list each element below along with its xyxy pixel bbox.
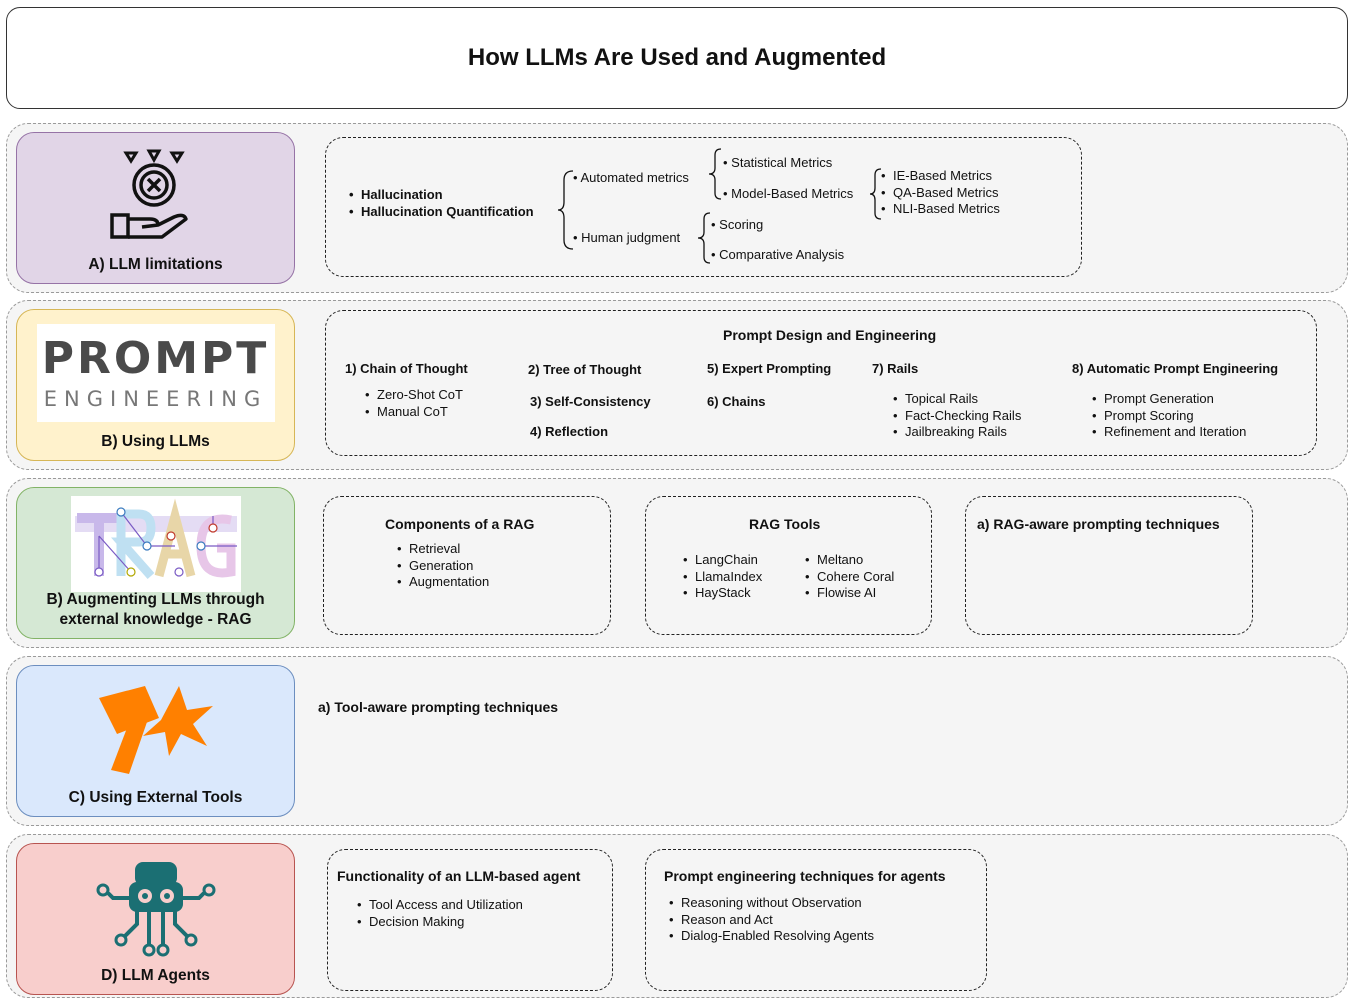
card-label: C) Using External Tools (68, 789, 243, 806)
rag-tools-heading: RAG Tools (749, 516, 821, 532)
row-rag: B) Augmenting LLMs through external know… (6, 478, 1348, 648)
rails: 7) Rails (872, 361, 919, 376)
self-consistency: 3) Self-Consistency (530, 394, 651, 409)
rag-tools-list-2: Meltano Cohere Coral Flowise AI (803, 552, 894, 602)
list-item: Augmentation (395, 574, 489, 591)
prompt-engineering-logo: PROMPT ENGINEERING (36, 324, 275, 422)
list-item: Hallucination (347, 187, 534, 204)
model-based-metrics: • Model-Based Metrics (723, 186, 854, 201)
rag-tools-box (645, 496, 932, 635)
prompt-design-box (325, 310, 1317, 456)
list-item: Topical Rails (891, 391, 1021, 408)
components-heading: Components of a RAG (385, 516, 535, 532)
agent-functionality-heading: Functionality of an LLM-based agent (337, 868, 581, 884)
list-item: Reason and Act (667, 912, 874, 929)
brace (869, 168, 882, 220)
hallucination-hand-icon (109, 149, 188, 239)
card-label: B) Using LLMs (101, 433, 210, 450)
hammer-icon (98, 686, 213, 774)
list-item: Tool Access and Utilization (355, 897, 523, 914)
logo-prompt: PROMPT (41, 333, 270, 384)
comparative-analysis: • Comparative Analysis (711, 247, 845, 262)
list-item: Dialog-Enabled Resolving Agents (667, 928, 874, 945)
card-using-llms: PROMPT ENGINEERING B) Using LLMs (16, 309, 295, 461)
list-item: HayStack (681, 585, 762, 602)
diagram-title: How LLMs Are Used and Augmented (467, 44, 887, 71)
list-item: Generation (395, 558, 489, 575)
list-item: LlamaIndex (681, 569, 762, 586)
list-item: LangChain (681, 552, 762, 569)
list-item: Refinement and Iteration (1090, 424, 1246, 441)
list-item: Decision Making (355, 914, 523, 931)
human-judgment: • Human judgment (573, 230, 681, 245)
card-label: B) Augmenting LLMs through external know… (46, 591, 265, 628)
list-item: QA-Based Metrics (879, 185, 1000, 202)
card-llm-limitations: A) LLM limitations (16, 132, 295, 284)
prompt-design-heading: Prompt Design and Engineering (723, 327, 937, 343)
hallucination-list: Hallucination Hallucination Quantificati… (347, 187, 534, 220)
agent-prompting-heading: Prompt engineering techniques for agents (664, 868, 946, 884)
rag-logo (70, 496, 241, 592)
components-box (323, 496, 611, 635)
chains: 6) Chains (707, 394, 766, 409)
rag-tools-list-1: LangChain LlamaIndex HayStack (681, 552, 762, 602)
list-item: Zero-Shot CoT (363, 387, 463, 404)
list-item: NLI-Based Metrics (879, 201, 1000, 218)
tree-of-thought: 2) Tree of Thought (528, 362, 642, 377)
list-item: Reasoning without Observation (667, 895, 874, 912)
rails-list: Topical Rails Fact-Checking Rails Jailbr… (891, 391, 1021, 441)
card-llm-agents: D) LLM Agents (16, 843, 295, 995)
list-item: Hallucination Quantification (347, 204, 534, 221)
title-box: How LLMs Are Used and Augmented (6, 7, 1348, 109)
list-item: Manual CoT (363, 404, 463, 421)
list-item: Retrieval (395, 541, 489, 558)
logo-engineering: ENGINEERING (43, 387, 268, 411)
list-item: Fact-Checking Rails (891, 408, 1021, 425)
list-item: IE-Based Metrics (879, 168, 1000, 185)
automatic-prompt-engineering: 8) Automatic Prompt Engineering (1072, 361, 1279, 376)
list-item: Prompt Generation (1090, 391, 1246, 408)
brace (708, 148, 722, 200)
scoring: • Scoring (711, 217, 764, 232)
row-external-tools: C) Using External Tools a) Tool-aware pr… (6, 656, 1348, 826)
agent-prompting-box (645, 849, 987, 991)
rag-aware-heading: a) RAG-aware prompting techniques (977, 516, 1220, 532)
row-llm-limitations: A) LLM limitations Hallucination Halluci… (6, 123, 1348, 293)
automated-metrics: • Automated metrics (573, 170, 689, 185)
agent-functionality-box (327, 849, 613, 991)
card-label: D) LLM Agents (101, 967, 210, 984)
octopus-robot-icon (96, 862, 215, 957)
card-external-tools: C) Using External Tools (16, 665, 295, 817)
model-based-list: IE-Based Metrics QA-Based Metrics NLI-Ba… (879, 168, 1000, 218)
list-item: Cohere Coral (803, 569, 894, 586)
brace (697, 212, 711, 264)
statistical-metrics: • Statistical Metrics (723, 155, 833, 170)
row-llm-agents: D) LLM Agents Functionality of an LLM-ba… (6, 834, 1348, 998)
cot-list: Zero-Shot CoT Manual CoT (363, 387, 463, 420)
hallucination-box (325, 137, 1082, 277)
card-label: A) LLM limitations (88, 256, 223, 273)
agent-functionality-list: Tool Access and Utilization Decision Mak… (355, 897, 523, 930)
list-item: Flowise AI (803, 585, 894, 602)
agent-prompting-list: Reasoning without Observation Reason and… (667, 895, 874, 945)
components-list: Retrieval Generation Augmentation (395, 541, 489, 591)
card-rag: B) Augmenting LLMs through external know… (16, 487, 295, 639)
brace (557, 170, 574, 250)
row-using-llms: PROMPT ENGINEERING B) Using LLMs Prompt … (6, 300, 1348, 470)
reflection: 4) Reflection (530, 424, 609, 439)
list-item: Prompt Scoring (1090, 408, 1246, 425)
tool-aware-heading: a) Tool-aware prompting techniques (318, 699, 559, 715)
list-item: Meltano (803, 552, 894, 569)
rag-aware-box (965, 496, 1253, 635)
list-item: Jailbreaking Rails (891, 424, 1021, 441)
chain-of-thought: 1) Chain of Thought (345, 361, 468, 376)
ape-list: Prompt Generation Prompt Scoring Refinem… (1090, 391, 1246, 441)
expert-prompting: 5) Expert Prompting (707, 361, 832, 376)
